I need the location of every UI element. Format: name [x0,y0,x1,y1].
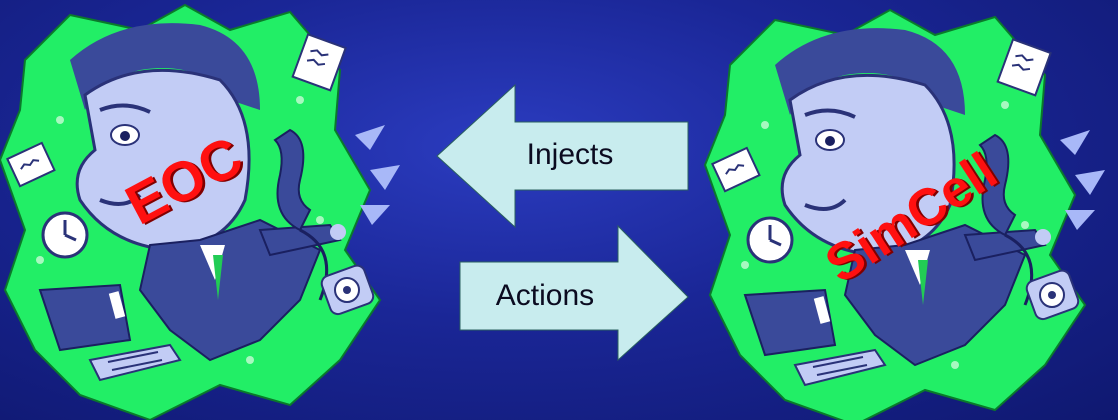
injects-label: Injects [526,138,614,171]
eoc-clipart [0,3,402,420]
injects-arrow [436,83,689,229]
actions-label: Actions [495,279,595,312]
actions-arrow [459,224,689,362]
